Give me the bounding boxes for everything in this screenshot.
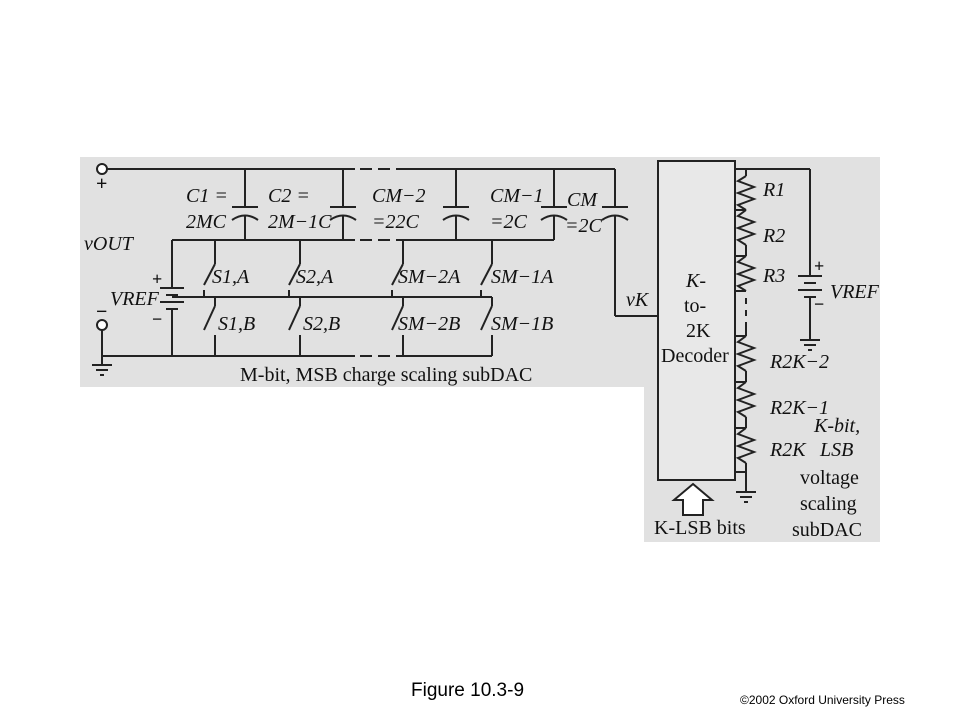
cap-cm-value: =2C (565, 215, 602, 237)
vref-battery-left: + − (152, 240, 184, 356)
cap-cm-1-name: CM−1 (490, 185, 544, 207)
lsb-caption-line-4: scaling (800, 493, 857, 515)
resistor-r2k-label: R2K (769, 439, 807, 461)
resistor-r2k-2-label: R2K−2 (769, 351, 829, 373)
switch-pair-m-2 (300, 240, 404, 356)
resistor-r1-label: R1 (762, 179, 785, 201)
capacitor-c2 (329, 169, 357, 240)
vref-label-left: VREF (110, 288, 160, 310)
cap-cm-2-value: =22C (372, 211, 419, 233)
msb-subdac-caption: M-bit, MSB charge scaling subDAC (240, 364, 532, 386)
decoder-block (657, 160, 736, 481)
lsb-caption-line-2: LSB (819, 439, 853, 461)
svg-text:−: − (152, 309, 162, 329)
switch-s2b-label: S2,B (303, 313, 340, 335)
lsb-caption-line-5: subDAC (792, 519, 862, 541)
decoder-line-4: Decoder (661, 345, 729, 367)
vk-label: vK (626, 289, 650, 311)
svg-text:+: + (152, 269, 162, 289)
vref-battery-right: + − (798, 169, 824, 351)
cap-cm-name: CM (567, 189, 598, 211)
decoder-line-2: to- (684, 295, 706, 317)
switch-pair-m-1 (403, 240, 493, 356)
decoder-line-3: 2K (686, 320, 711, 342)
cap-cm-1-value: =2C (490, 211, 527, 233)
lsb-caption-line-1: K-bit, (813, 415, 860, 437)
vout-label: vOUT (84, 233, 135, 255)
cap-c1-value: 2MC (186, 211, 227, 233)
capacitor-c1 (231, 169, 259, 240)
cap-c2-value: 2M−1C (268, 211, 332, 233)
switch-s1a-label: S1,A (212, 266, 250, 288)
svg-text:+: + (814, 256, 824, 276)
switch-s1b-label: S1,B (218, 313, 255, 335)
cap-c1-name: C1 = (186, 185, 228, 207)
msb-subdac-panel (80, 157, 652, 387)
vout-plus-sign: + (96, 173, 107, 195)
lsb-caption-line-3: voltage (800, 467, 859, 489)
vref-label-right: VREF (830, 281, 880, 303)
switch-sm-1b-label: SM−1B (491, 313, 553, 335)
cap-c2-name: C2 = (268, 185, 310, 207)
resistor-r2k-1-label: R2K−1 (769, 397, 829, 419)
resistor-string (735, 168, 810, 503)
vout-minus-sign: − (96, 301, 107, 323)
copyright-notice: ©2002 Oxford University Press (740, 693, 905, 707)
switch-sm-1a-label: SM−1A (491, 266, 554, 288)
capacitor-cm (601, 169, 658, 317)
switch-sm-2b-label: SM−2B (398, 313, 460, 335)
decoder-line-1: K- (685, 270, 706, 292)
switch-pair-1 (172, 240, 216, 356)
resistor-r3-label: R3 (762, 265, 785, 287)
ground-bus (92, 330, 492, 376)
figure-caption: Figure 10.3-9 (411, 680, 525, 701)
input-arrow-icon (671, 482, 715, 516)
capacitor-cm-1 (540, 169, 568, 240)
switch-pair-2 (215, 240, 301, 356)
switch-sm-2a-label: SM−2A (398, 266, 461, 288)
svg-text:−: − (814, 294, 824, 314)
resistor-r2-label: R2 (762, 225, 785, 247)
cap-cm-2-name: CM−2 (372, 185, 426, 207)
lsb-bits-label: K-LSB bits (654, 517, 746, 539)
capacitor-cm-2 (442, 169, 470, 240)
switch-s2a-label: S2,A (296, 266, 334, 288)
